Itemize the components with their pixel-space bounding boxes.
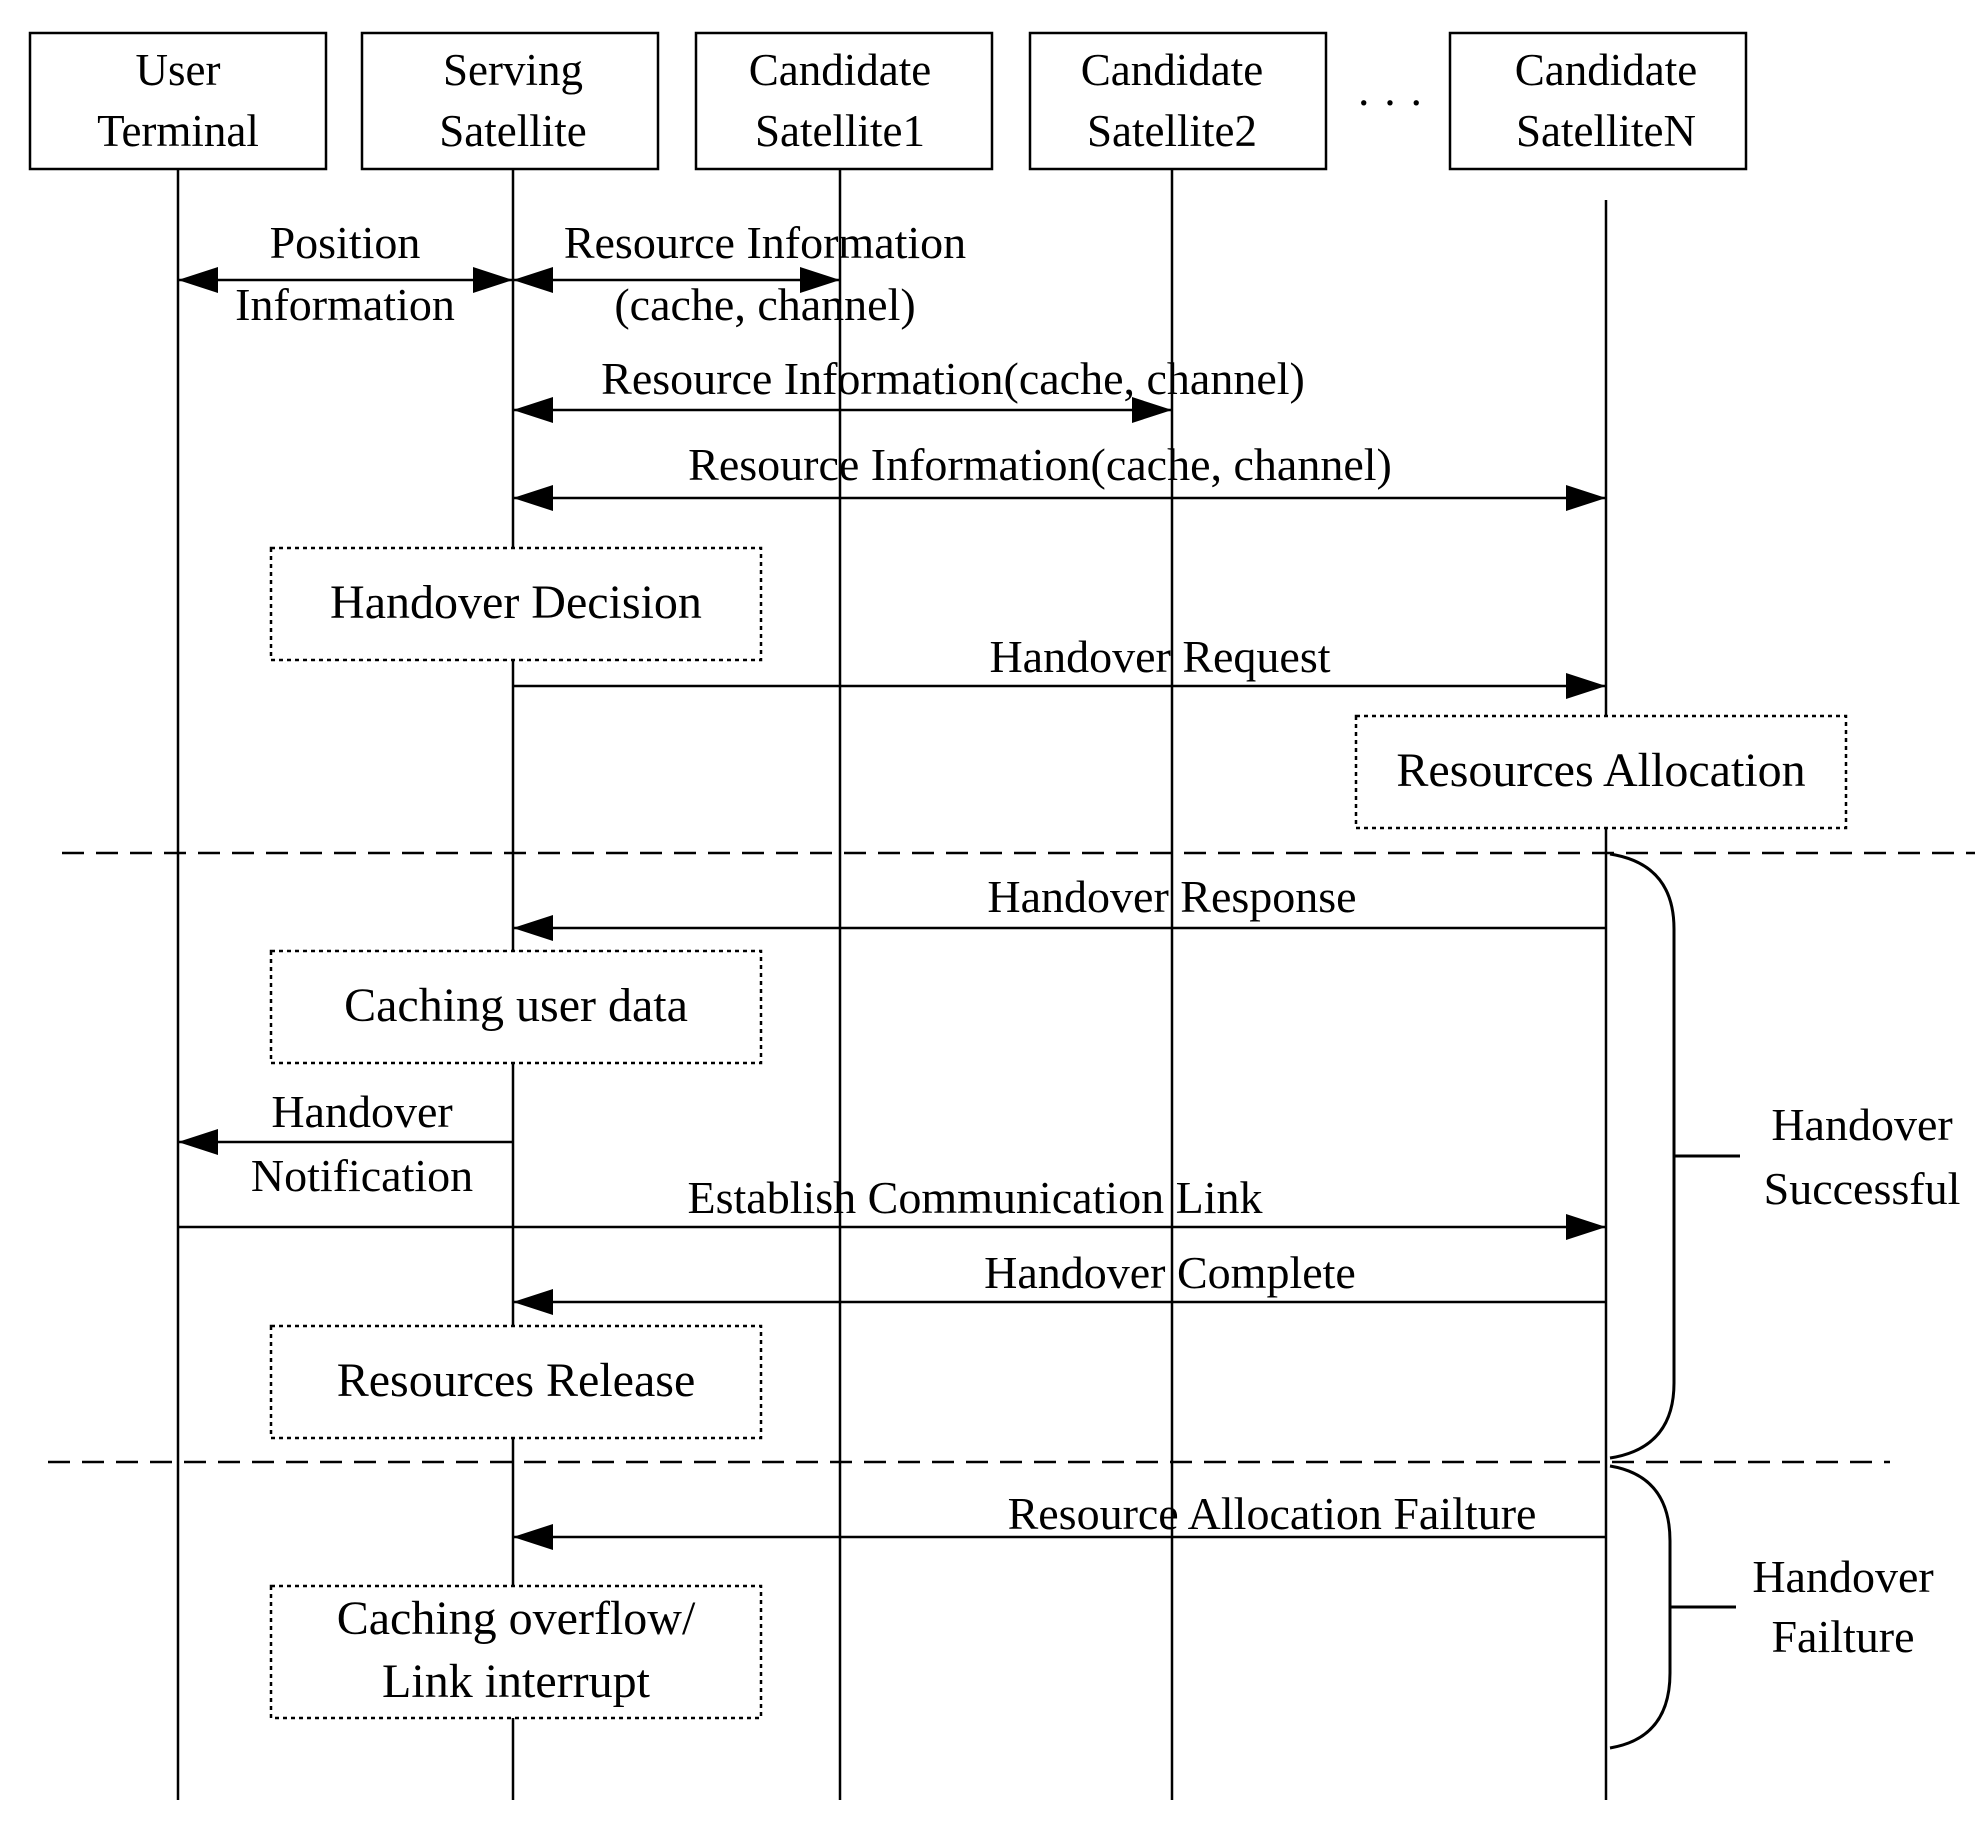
resource-info-cs2-arrow-head — [1132, 397, 1172, 423]
user-terminal-label-line-2: Terminal — [97, 106, 259, 156]
handover-request-arrow-head — [1566, 673, 1606, 699]
serving-satellite-label-line-1: Serving — [443, 45, 583, 95]
position-information-arrow-head — [473, 267, 513, 293]
handover-response-arrow: Handover Response — [513, 871, 1606, 941]
handover-decision-process-box — [269, 546, 763, 662]
caching-user-data-process-label-line-1: Caching user data — [344, 979, 688, 1032]
resource-info-csn-arrow-tail-head — [513, 485, 553, 511]
candidate-satelliteN-box — [1448, 31, 1748, 171]
candidate-satelliteN-label-line-2: SatelliteN — [1516, 106, 1696, 156]
caching-user-data-process-box — [269, 949, 763, 1065]
candidate-satellite2-label-line-2: Satellite2 — [1087, 106, 1257, 156]
handover-successful-brace-curve — [1609, 852, 1676, 1460]
handover-complete-arrow-head — [513, 1289, 553, 1315]
candidate-satellite2-label-line-1: Candidate — [1081, 45, 1263, 95]
resource-info-cs1-arrow-tail-head — [513, 267, 553, 293]
handover-notification-label-line-1: Handover — [271, 1086, 452, 1137]
handover-response-label-line-1: Handover Response — [987, 871, 1356, 922]
position-information-arrow-tail-head — [178, 267, 218, 293]
handover-notification-label-line-2: Notification — [251, 1150, 473, 1201]
resource-allocation-failture-arrow-head — [513, 1524, 553, 1550]
caching-overflow-process-label-line-2: Link interrupt — [382, 1655, 651, 1708]
resource-info-csn-label-line-1: Resource Information(cache, channel) — [688, 439, 1392, 490]
resources-release-process-label-line-1: Resources Release — [337, 1354, 696, 1407]
resources-allocation-process-label-line-1: Resources Allocation — [1396, 744, 1805, 797]
establish-communication-link-arrow: Establish Communication Link — [178, 1172, 1606, 1240]
resources-allocation-process: Resources Allocation — [1354, 714, 1848, 830]
handover-failture-brace-curve — [1609, 1464, 1672, 1750]
caching-overflow-process: Caching overflow/Link interrupt — [269, 1584, 763, 1720]
resource-info-cs2-arrow-tail-head — [513, 397, 553, 423]
resources-allocation-process-box — [1354, 714, 1848, 830]
handover-complete-label-line-1: Handover Complete — [984, 1247, 1356, 1298]
serving-satellite-label-line-2: Satellite — [439, 106, 586, 156]
handover-notification-arrow-head — [178, 1129, 218, 1155]
resource-info-cs1-arrow-head — [800, 267, 840, 293]
resource-info-cs2-arrow: Resource Information(cache, channel) — [513, 353, 1305, 423]
handover-decision-process-label-line-1: Handover Decision — [330, 576, 702, 629]
candidate-satellite1-label-line-2: Satellite1 — [755, 106, 925, 156]
more-candidates-ellipsis: · · · — [1356, 78, 1423, 128]
user-terminal-label-line-1: User — [136, 45, 221, 95]
candidate-satelliteN-label-line-1: Candidate — [1515, 45, 1697, 95]
caching-user-data-process: Caching user data — [269, 949, 763, 1065]
user-terminal-box — [28, 31, 328, 171]
resources-release-process-box — [269, 1324, 763, 1440]
handover-request-arrow: Handover Request — [513, 631, 1606, 699]
caching-overflow-process-label-line-1: Caching overflow/ — [337, 1592, 696, 1645]
candidate-satellite1-box — [694, 31, 994, 171]
establish-communication-link-label-line-1: Establish Communication Link — [688, 1172, 1263, 1223]
serving-satellite-box — [360, 31, 660, 171]
handover-failture-label-line-1: Handover — [1752, 1551, 1933, 1602]
resource-info-cs1-arrow: Resource Information (cache, channel) — [513, 217, 966, 330]
resource-allocation-failture-label-line-1: Resource Allocation Failture — [1008, 1488, 1537, 1539]
resource-info-cs1-label-line-2: (cache, channel) — [614, 279, 915, 330]
resources-release-process: Resources Release — [269, 1324, 763, 1440]
handover-successful-label-line-1: Handover — [1771, 1099, 1952, 1150]
resource-info-csn-arrow-head — [1566, 485, 1606, 511]
candidate-satellite2-box — [1028, 31, 1328, 171]
position-information-label-line-2: Information — [235, 279, 455, 330]
caching-overflow-process-box — [269, 1584, 763, 1720]
handover-successful-label-line-2: Successful — [1764, 1163, 1961, 1214]
resource-info-csn-arrow: Resource Information(cache, channel) — [513, 439, 1606, 511]
handover-response-arrow-head — [513, 915, 553, 941]
candidate-satellite1-label-line-1: Candidate — [749, 45, 931, 95]
resource-info-cs1-label-line-1: Resource Information — [564, 217, 966, 268]
handover-decision-process: Handover Decision — [269, 546, 763, 662]
establish-communication-link-arrow-head — [1566, 1214, 1606, 1240]
resource-allocation-failture-arrow: Resource Allocation Failture — [513, 1488, 1606, 1550]
position-information-label-line-1: Position — [270, 217, 421, 268]
handover-complete-arrow: Handover Complete — [513, 1247, 1606, 1315]
resource-info-cs2-label-line-1: Resource Information(cache, channel) — [601, 353, 1305, 404]
handover-request-label-line-1: Handover Request — [989, 631, 1330, 682]
handover-failture-label-line-2: Failture — [1771, 1611, 1914, 1662]
